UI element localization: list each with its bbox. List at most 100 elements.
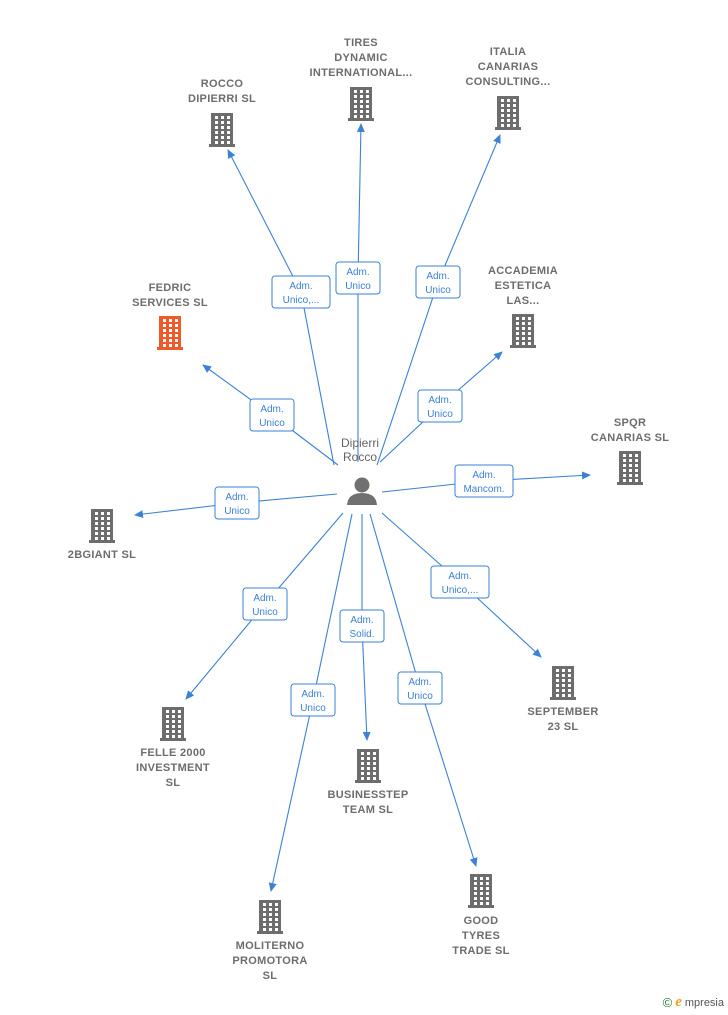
building-icon: [550, 666, 576, 700]
edge-label-tires[interactable]: Adm. Unico: [335, 261, 381, 295]
company-name-line: INVESTMENT: [136, 762, 210, 774]
edge-label-line: Adm.: [448, 571, 471, 582]
edge-label-line: Unico: [427, 409, 453, 420]
building-icon: [160, 707, 186, 741]
nodes-layer: ROCCO DIPIERRI SL TIRES DYNAMIC INTERNATIONA…: [68, 37, 669, 982]
edge-label-line: Mancom.: [463, 484, 504, 495]
edge-label-line: Adm.: [289, 281, 312, 292]
copyright-icon: ©: [662, 995, 673, 1010]
edge-label-line: Adm.: [260, 404, 283, 415]
edge-label-line: Unico,...: [283, 295, 320, 306]
edge-label-line: Unico,...: [442, 585, 479, 596]
building-icon: [495, 96, 521, 130]
company-name-line: FELLE 2000: [140, 747, 205, 759]
company-node-spqr[interactable]: SPQR CANARIAS SL: [591, 417, 669, 485]
company-node-good[interactable]: GOOD TYRES TRADE SL: [452, 874, 509, 957]
company-name-line: ACCADEMIA: [488, 265, 558, 277]
company-name-line: SL: [166, 777, 181, 789]
edge-label-2bgiant[interactable]: Adm. Unico: [214, 486, 260, 520]
company-name-line: ESTETICA: [495, 280, 552, 292]
company-name-line: FEDRIC: [149, 282, 192, 294]
company-node-italia[interactable]: ITALIA CANARIAS CONSULTING...: [466, 46, 551, 130]
company-name-line: INTERNATIONAL...: [310, 67, 413, 79]
edge-label-line: Adm.: [426, 271, 449, 282]
company-name-line: TEAM SL: [343, 804, 393, 816]
company-node-tires[interactable]: TIRES DYNAMIC INTERNATIONAL...: [310, 37, 413, 121]
edge-label-accademia[interactable]: Adm. Unico: [417, 389, 463, 423]
company-node-september[interactable]: SEPTEMBER 23 SL: [527, 666, 598, 733]
edge-label-line: Solid.: [349, 629, 374, 640]
edge-label-line: Adm.: [301, 689, 324, 700]
company-name-line: SL: [263, 970, 278, 982]
building-icon: [510, 314, 536, 348]
building-icon: [617, 451, 643, 485]
company-name-line: TYRES: [462, 930, 500, 942]
edge-label-rocco[interactable]: Adm. Unico,...: [271, 275, 331, 309]
company-name-line: PROMOTORA: [232, 955, 307, 967]
building-icon: [157, 316, 183, 350]
company-name-line: SPQR: [614, 417, 646, 429]
edge-label-line: Adm.: [408, 677, 431, 688]
edge-label-line: Unico: [425, 285, 451, 296]
company-name-line: ROCCO: [201, 78, 244, 90]
company-node-fedric[interactable]: FEDRIC SERVICES SL: [132, 282, 208, 350]
person-name-line: Rocco: [343, 450, 377, 464]
company-name-line: GOOD: [464, 915, 499, 927]
company-node-accademia[interactable]: ACCADEMIA ESTETICA LAS...: [488, 265, 558, 348]
company-name-line: CANARIAS SL: [591, 432, 669, 444]
person-name-line: Dipierri: [341, 436, 379, 450]
edge-label-fedric[interactable]: Adm. Unico: [249, 398, 295, 432]
empresia-logo-text: mpresia: [684, 996, 724, 1009]
edge-label-line: Adm.: [346, 267, 369, 278]
edge-label-line: Unico: [259, 418, 285, 429]
company-name-line: CANARIAS: [478, 61, 538, 73]
company-name-line: CONSULTING...: [466, 76, 551, 88]
edge-label-september[interactable]: Adm. Unico,...: [430, 565, 490, 599]
company-name-line: LAS...: [507, 295, 540, 307]
building-icon: [257, 900, 283, 934]
company-name-line: BUSINESSTEP: [328, 789, 409, 801]
building-icon: [468, 874, 494, 908]
edge-label-moliterno[interactable]: Adm. Unico: [290, 683, 336, 717]
edges-layer: Adm.Unico,...Adm.UnicoAdm.UnicoAdm.Unico…: [134, 123, 591, 892]
company-name-line: SERVICES SL: [132, 297, 208, 309]
edge-label-businesstep[interactable]: Adm. Solid.: [339, 609, 385, 643]
building-icon: [89, 509, 115, 543]
building-icon: [348, 87, 374, 121]
edge-label-line: Adm.: [428, 395, 451, 406]
edge-label-line: Unico: [407, 691, 433, 702]
edge-label-line: Adm.: [472, 470, 495, 481]
company-node-moliterno[interactable]: MOLITERNO PROMOTORA SL: [232, 900, 307, 982]
edge-label-line: Unico: [224, 506, 250, 517]
company-name-line: DIPIERRI SL: [188, 93, 256, 105]
company-name-line: 23 SL: [548, 721, 579, 733]
company-name-line: ITALIA: [490, 46, 526, 58]
edge-label-line: Adm.: [350, 615, 373, 626]
person-icon: [347, 477, 377, 505]
edge-label-line: Unico: [300, 703, 326, 714]
company-name-line: DYNAMIC: [334, 52, 387, 64]
edge-label-line: Adm.: [253, 593, 276, 604]
edge-label-spqr[interactable]: Adm. Mancom.: [454, 464, 514, 498]
building-icon: [355, 749, 381, 783]
company-name-line: TIRES: [344, 37, 378, 49]
company-node-2bgiant[interactable]: 2BGIANT SL: [68, 509, 136, 561]
company-node-businesstep[interactable]: BUSINESSTEP TEAM SL: [328, 749, 409, 816]
company-name-line: MOLITERNO: [236, 940, 305, 952]
building-icon: [209, 113, 235, 147]
edge-label-line: Unico: [345, 281, 371, 292]
edge-label-italia[interactable]: Adm. Unico: [415, 265, 461, 299]
edge-label-felle[interactable]: Adm. Unico: [242, 587, 288, 621]
company-name-line: SEPTEMBER: [527, 706, 598, 718]
edge-label-line: Unico: [252, 607, 278, 618]
company-name-line: 2BGIANT SL: [68, 549, 136, 561]
edge-label-good[interactable]: Adm. Unico: [397, 671, 443, 705]
company-node-rocco[interactable]: ROCCO DIPIERRI SL: [188, 78, 256, 147]
edge-label-line: Adm.: [225, 492, 248, 503]
empresia-logo-initial: e: [675, 994, 682, 1010]
company-name-line: TRADE SL: [452, 945, 509, 957]
